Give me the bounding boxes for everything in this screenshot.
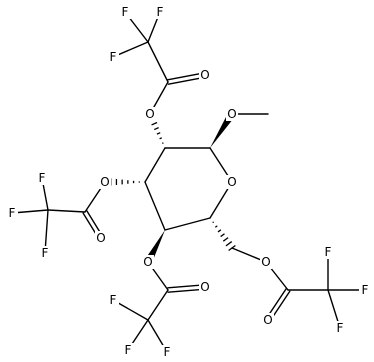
atom-symbol: F [325,245,332,259]
atom-Oc6: O [262,313,274,327]
atom-label-background [122,343,134,357]
atom-symbol: F [157,5,164,19]
bond-Cc3-CF3 [47,209,86,213]
atom-label-background [107,50,119,64]
atom-symbol: O [145,107,154,121]
atom-symbol: O [100,175,109,189]
bond-CF3-F3c [44,209,49,254]
atom-label-background [334,321,346,335]
atom-label-background [39,246,51,260]
atom-symbol: O [263,313,272,327]
atom-symbol: F [362,283,369,297]
atom-symbol: O [143,255,152,269]
hash-stroke [225,241,233,247]
double-bond-Cc4-Oc4 [167,284,206,289]
atom-O2: O [144,107,156,121]
hash-stroke [212,221,215,224]
atom-O_ring: O [226,175,238,189]
atom-F3b: F [6,206,18,220]
atom-symbol: F [110,50,117,64]
atom-label-background [144,107,156,121]
atom-label-background [226,107,238,121]
atom-label-background [95,231,107,245]
atom-symbol: O [200,68,209,82]
atom-F6b: F [359,283,371,297]
hash-stroke [156,132,161,135]
atom-symbol: F [9,206,16,220]
atom-Oc4: O [199,280,211,294]
atom-label-background [6,206,18,220]
atom-Oc3: O [95,231,107,245]
atom-O6: O [260,255,272,269]
atom-symbol: F [337,321,344,335]
hash-stroke [151,121,158,126]
atom-label-background [199,68,211,82]
atom-label-background [119,5,131,19]
hash-stroke [159,137,163,140]
atom-label-background [199,280,211,294]
atom-F4a: F [107,293,119,307]
atom-F4c: F [122,343,134,357]
double-bond-Cc2-Oc2 [166,72,206,81]
bond-Cc2-CF2 [147,41,169,83]
atom-F2c: F [107,50,119,64]
atom-label-background [262,313,274,327]
hash-stroke [220,233,225,238]
hash-stroke [217,229,222,233]
atom-label-background [322,245,334,259]
atom-symbol: O [227,175,236,189]
atom-Oc2: O [199,68,211,82]
atom-symbol: F [164,345,171,359]
bonds [11,11,366,353]
atom-label-background [359,283,371,297]
atom-symbol: F [122,5,129,19]
atom-symbol: O [96,231,105,245]
atom-label-background [99,175,111,189]
atom-O_methoxy: O [226,107,238,121]
atom-label-background [142,255,154,269]
atom-F6a: F [322,245,334,259]
atom-symbol: O [261,255,270,269]
bond-C3-C2 [144,147,166,183]
atom-F2b: F [154,5,166,19]
atom-labels: O O O O O O O O O O F F F F F F F F F F F F [6,5,371,359]
atom-symbol: O [227,107,236,121]
atom-label-background [107,293,119,307]
hashed-bond-C5-C6 [212,221,236,252]
atom-label-background [36,171,48,185]
hash-stroke [222,237,229,242]
atom-F4b: F [161,345,173,359]
atom-symbol: F [110,293,117,307]
bond-C5-C4 [164,217,211,231]
atom-F3c: F [39,246,51,260]
atom-F3a: F [36,171,48,185]
atom-label-background [260,255,272,269]
atom-label-background [161,345,173,359]
atom-label-background [226,175,238,189]
hash-stroke [214,225,218,228]
bond-Cc4-CF4 [147,289,169,321]
atom-F6c: F [334,321,346,335]
atom-F2a: F [119,5,131,19]
atom-O3: O [99,175,111,189]
hash-stroke [153,127,159,131]
atom-symbol: O [200,280,209,294]
bond-C4-C3 [144,181,166,231]
atom-symbol: F [39,171,46,185]
atom-symbol: F [125,343,132,357]
atom-symbol: F [42,246,49,260]
atom-label-background [154,5,166,19]
atom-O4: O [142,255,154,269]
